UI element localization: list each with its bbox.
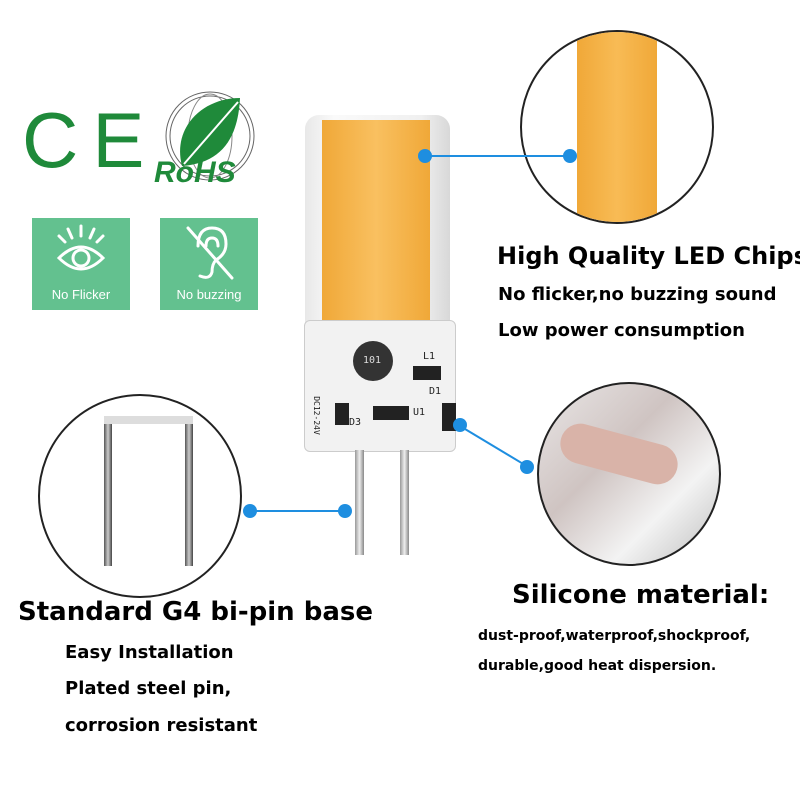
pcb-label: D3 xyxy=(349,417,362,428)
rohs-text: RoHS xyxy=(154,156,236,189)
callout-line xyxy=(250,510,345,512)
callout-dot xyxy=(563,149,577,163)
pcb-label: DC12-24V xyxy=(311,396,321,435)
no-flicker-badge: No Flicker xyxy=(32,218,130,310)
silicone-line: durable,good heat dispersion. xyxy=(478,658,717,674)
silicone-line: dust-proof,waterproof,shockproof, xyxy=(478,628,751,644)
ce-logo: CE xyxy=(22,96,159,184)
callout-line xyxy=(425,155,570,157)
callout-dot xyxy=(338,504,352,518)
led-bulb-image: 101 L1 D1 U1 D3 DC12-24V xyxy=(300,110,460,560)
silicone-title: Silicone material: xyxy=(512,580,770,610)
base-line: Plated steel pin, xyxy=(65,678,232,699)
rohs-logo: RoHS xyxy=(152,88,262,198)
callout-dot xyxy=(453,418,467,432)
pin-right xyxy=(400,450,409,555)
led-chip-closeup xyxy=(520,30,714,224)
base-line: Easy Installation xyxy=(65,642,234,663)
callout-dot xyxy=(418,149,432,163)
chips-title: High Quality LED Chips xyxy=(497,242,800,270)
no-buzzing-badge: No buzzing xyxy=(160,218,258,310)
silicone-closeup xyxy=(537,382,721,566)
base-line: corrosion resistant xyxy=(65,715,258,736)
pcb: 101 L1 D1 U1 D3 DC12-24V xyxy=(304,320,456,452)
eye-bulb-icon xyxy=(56,224,106,271)
badge-label: No buzzing xyxy=(176,287,242,302)
pcb-label: L1 xyxy=(423,351,436,362)
callout-line xyxy=(459,425,530,469)
callout-dot xyxy=(243,504,257,518)
pcb-label: 101 xyxy=(363,355,382,366)
pcb-label: D1 xyxy=(429,386,442,397)
base-title: Standard G4 bi-pin base xyxy=(18,597,373,627)
pcb-label: U1 xyxy=(413,407,426,418)
crossed-ear-icon xyxy=(186,226,234,280)
chips-line: Low power consumption xyxy=(498,320,745,341)
pin-left xyxy=(355,450,364,555)
chips-line: No flicker,no buzzing sound xyxy=(498,284,777,305)
led-chip xyxy=(322,120,430,330)
pin-closeup xyxy=(38,394,242,598)
badge-label: No Flicker xyxy=(51,287,111,302)
callout-dot xyxy=(520,460,534,474)
